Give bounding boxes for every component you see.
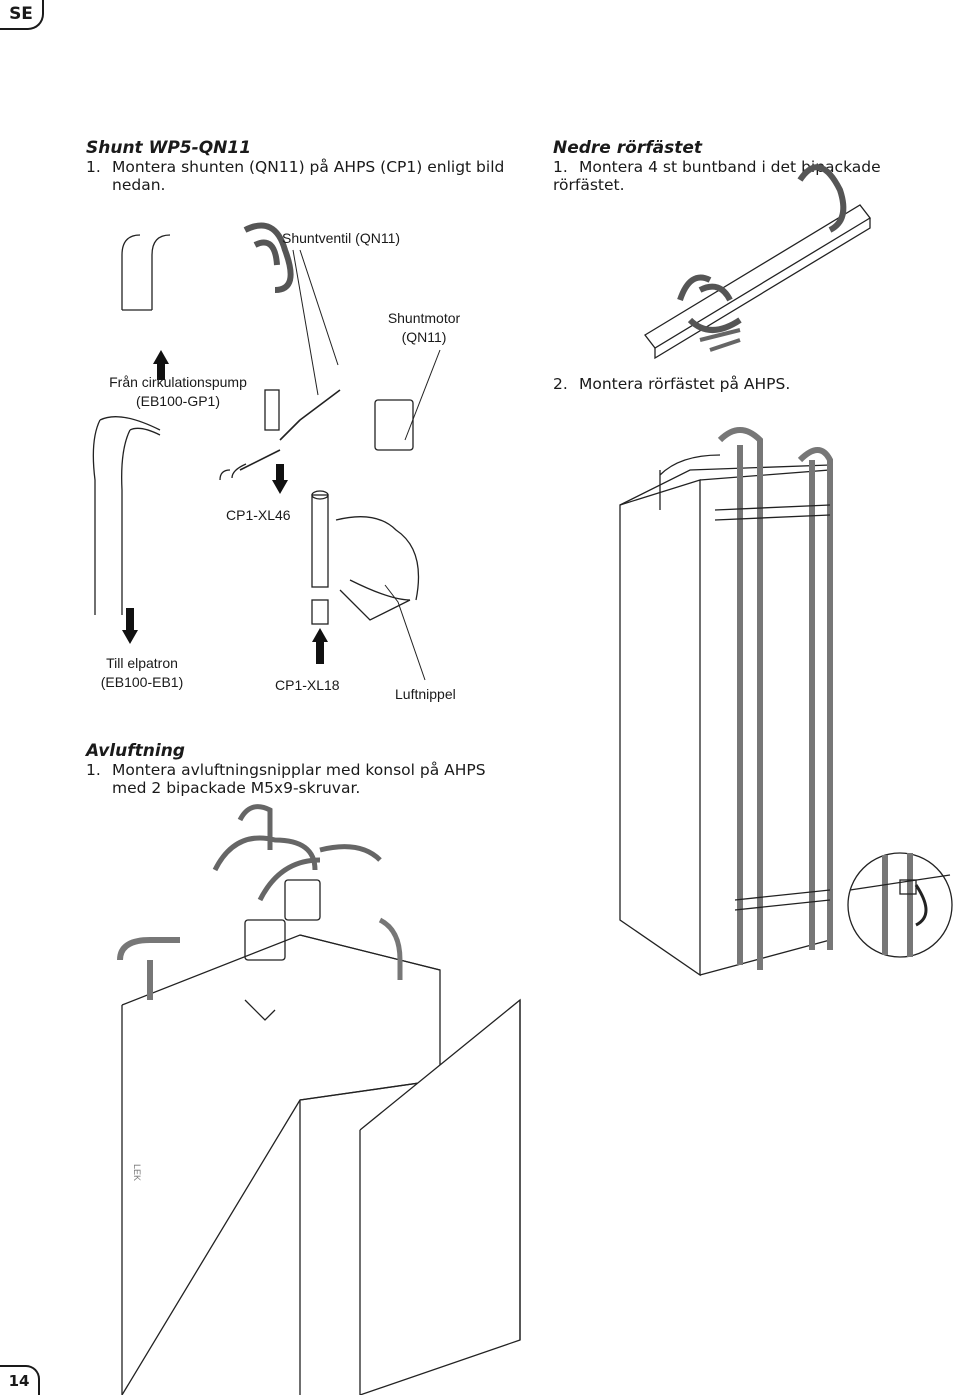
language-code: SE xyxy=(9,4,33,24)
section-nedre-step2: 2. Montera rörfästet på AHPS. xyxy=(553,375,953,393)
pipe-bracket-illustration xyxy=(644,164,871,360)
step-number: 1. xyxy=(86,761,101,779)
shunt-exploded-view xyxy=(92,222,420,625)
label-cp1-xl46: CP1-XL46 xyxy=(226,507,291,523)
heading-nedre: Nedre rörfästet xyxy=(553,138,702,158)
leader-lines xyxy=(292,249,441,681)
label-cp1-xl18: CP1-XL18 xyxy=(275,677,340,693)
step-number: 2. xyxy=(553,375,568,393)
detail-zoom-circle xyxy=(847,852,953,958)
step-text-cont: med 2 bipackade M5x9-skruvar. xyxy=(112,779,361,797)
label-fran-line2: (EB100-GP1) xyxy=(135,393,221,409)
step-text-cont: nedan. xyxy=(112,176,166,194)
ahps-unit-bottom xyxy=(117,804,521,1395)
label-fran: Från cirkulationspump (EB100-GP1) xyxy=(100,373,256,411)
step-number: 1. xyxy=(553,158,568,176)
label-shuntmotor-line2: (QN11) xyxy=(401,329,447,345)
label-fran-line1: Från cirkulationspump xyxy=(109,374,247,390)
flow-arrows xyxy=(122,350,328,664)
step-text: Montera avluftningsnipplar med konsol på… xyxy=(112,761,486,779)
heading-shunt: Shunt WP5-QN11 xyxy=(86,138,252,158)
section-shunt: Shunt WP5-QN11 1. Montera shunten (QN11) … xyxy=(86,138,516,195)
ahps-unit-right xyxy=(619,427,833,977)
page-number-box: 14 xyxy=(0,1365,40,1395)
unit-brand-mark: LEK xyxy=(132,1163,143,1182)
label-till-line2: (EB100-EB1) xyxy=(100,674,184,690)
step-number: 1. xyxy=(86,158,101,176)
heading-avluftning: Avluftning xyxy=(86,741,185,761)
label-shuntmotor: Shuntmotor (QN11) xyxy=(380,309,468,347)
language-badge: SE xyxy=(0,0,44,30)
page-number: 14 xyxy=(8,1372,30,1390)
section-avluftning: Avluftning 1. Montera avluftningsnipplar … xyxy=(86,741,546,798)
label-shuntventil: Shuntventil (QN11) xyxy=(282,230,401,246)
label-shuntmotor-line1: Shuntmotor xyxy=(387,310,461,326)
step-text: Montera shunten (QN11) på AHPS (CP1) enl… xyxy=(112,158,505,176)
label-till-line1: Till elpatron xyxy=(106,655,178,671)
label-luftnippel: Luftnippel xyxy=(395,686,456,702)
step-text: Montera rörfästet på AHPS. xyxy=(579,375,791,393)
label-till: Till elpatron (EB100-EB1) xyxy=(86,654,198,692)
